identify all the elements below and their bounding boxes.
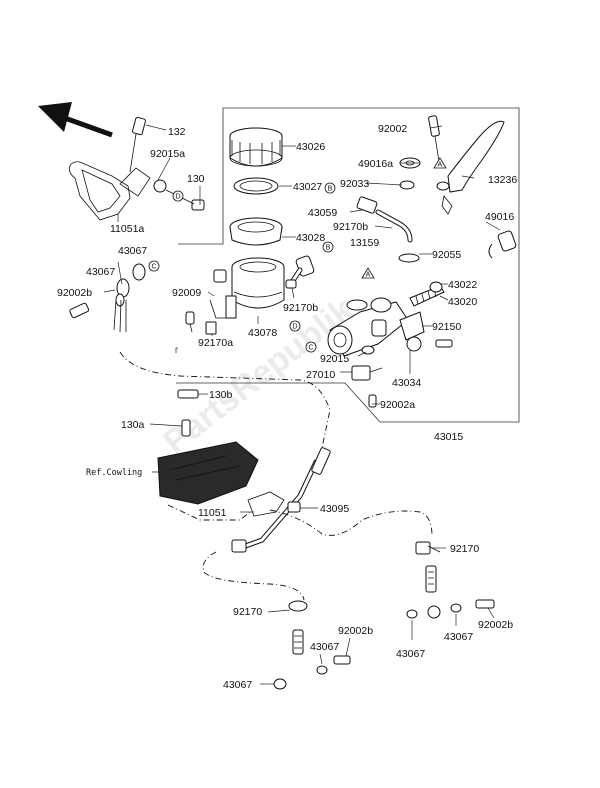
callout-d-mid: D (289, 320, 301, 332)
hose-clamp (247, 491, 285, 517)
label-43034: 43034 (392, 377, 421, 389)
label-43067-bottom: 43067 (223, 679, 252, 691)
label-43078: 43078 (248, 327, 277, 339)
svg-text:A: A (366, 272, 371, 279)
label-43015: 43015 (434, 431, 463, 443)
banjo-fitting-right (415, 541, 441, 619)
svg-text:C: C (308, 345, 313, 352)
svg-text:B: B (326, 245, 331, 252)
oring (398, 253, 420, 263)
label-43026: 43026 (296, 141, 325, 153)
piston-assembly (409, 281, 445, 307)
leader-lines (103, 124, 501, 685)
svg-text:D: D (292, 324, 297, 331)
hose-clip (287, 501, 301, 513)
label-43020: 43020 (448, 296, 477, 308)
label-92002: 92002 (378, 123, 407, 135)
svg-text:A: A (438, 162, 443, 169)
master-cylinder (327, 297, 453, 357)
label-11051a: 11051a (110, 223, 144, 235)
label-92002a: 92002a (380, 399, 415, 411)
label-13236: 13236 (488, 174, 517, 186)
label-92170b-mid: 92170b (283, 302, 318, 314)
direction-arrow-icon (38, 102, 113, 138)
label-92170b-right: 92170b (333, 221, 368, 233)
ref-cowling-note: Ref.Cowling (86, 468, 142, 478)
routing-lines (119, 351, 433, 601)
label-43067-bottom-right-1: 43067 (396, 648, 425, 660)
label-43022: 43022 (448, 279, 477, 291)
callout-b-mid: B (322, 241, 334, 253)
label-130: 130 (187, 173, 205, 185)
label-92055: 92055 (432, 249, 461, 261)
label-92002b-right: 92002b (478, 619, 513, 631)
label-92170-right: 92170 (450, 543, 479, 555)
label-132: 132 (168, 126, 186, 138)
label-43067-mid: 43067 (310, 641, 339, 653)
svg-text:C: C (151, 264, 156, 271)
callout-d-top: D (172, 190, 184, 202)
reservoir-cap (229, 127, 283, 167)
reservoir-screw-clamp (185, 299, 226, 335)
label-43028: 43028 (296, 232, 325, 244)
label-92009: 92009 (172, 287, 201, 299)
label-43095: 43095 (320, 503, 349, 515)
label-92015: 92015 (320, 353, 349, 365)
label-92002b-left: 92002b (57, 287, 92, 299)
mirror-bracket (69, 116, 205, 221)
label-92170a: 92170a (198, 337, 233, 349)
cowling-bracket (157, 389, 259, 505)
label-13159: 13159 (350, 237, 379, 249)
label-130a: 130a (121, 419, 145, 431)
label-43059: 43059 (308, 207, 337, 219)
label-43067-left: 43067 (86, 266, 115, 278)
svg-text:B: B (328, 186, 333, 193)
brake-hose-main (231, 447, 331, 553)
svg-text:D: D (175, 194, 180, 201)
reservoir-hose (285, 255, 315, 289)
label-49016a: 49016a (358, 158, 393, 170)
banjo-fitting-left (288, 600, 308, 655)
part-labels: 132 92015a 130 11051a 43067 43067 92002b… (57, 123, 517, 691)
label-11051: 11051 (198, 507, 227, 519)
label-43067-top: 43067 (118, 245, 147, 257)
assembly-frames (175, 107, 520, 423)
label-43027: 43027 (293, 181, 322, 193)
brake-lever (428, 115, 505, 215)
label-92015a: 92015a (150, 148, 185, 160)
diaphragm (229, 217, 283, 246)
label-49016: 49016 (485, 211, 514, 223)
label-92150: 92150 (432, 321, 461, 333)
callout-letters: B B C C D D A A (148, 157, 447, 353)
label-92033: 92033 (340, 178, 369, 190)
callout-a-top: A (433, 157, 447, 169)
label-43067-bottom-right-2: 43067 (444, 631, 473, 643)
label-92002b-mid: 92002b (338, 625, 373, 637)
lower-washers-bolts (273, 599, 495, 690)
label-92170-left: 92170 (233, 606, 262, 618)
callout-c-left: C (148, 260, 160, 272)
label-130b: 130b (209, 389, 233, 401)
reservoir-body (213, 257, 285, 319)
switch-unit (351, 365, 383, 381)
callout-c-right: C (305, 341, 317, 353)
callout-a-mid: A (361, 267, 375, 279)
label-27010: 27010 (306, 369, 335, 381)
callout-b-top: B (324, 182, 336, 194)
lever-bushing (488, 230, 517, 259)
diaphragm-plate (233, 177, 279, 195)
left-washers (69, 263, 146, 333)
